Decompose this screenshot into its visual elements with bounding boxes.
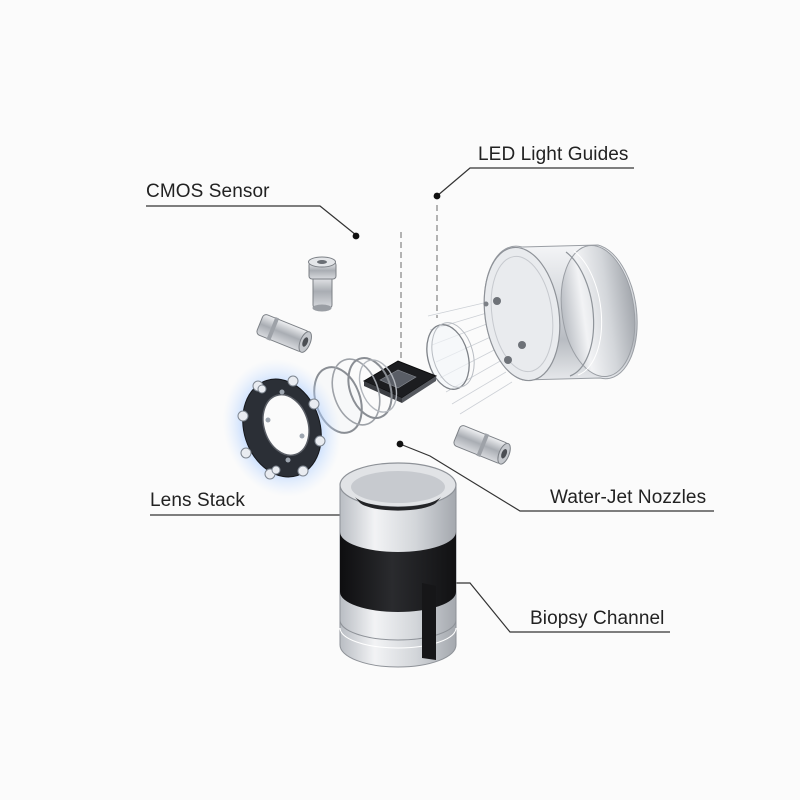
label-led-light-guides: LED Light Guides xyxy=(478,144,629,165)
led-ring-plate xyxy=(222,359,342,497)
label-biopsy-channel: Biopsy Channel xyxy=(530,608,665,629)
water-jet-nozzle-left xyxy=(256,314,312,353)
water-jet-nozzle-right xyxy=(453,425,511,465)
led-glass-window xyxy=(426,322,475,390)
water-jet-nozzle-top xyxy=(308,256,337,312)
led-light-guide-cylinder xyxy=(483,244,638,382)
label-water-jet-nozzles: Water-Jet Nozzles xyxy=(550,487,707,508)
cmos-sensor-chip xyxy=(362,360,438,403)
guide-lines xyxy=(400,205,438,360)
biopsy-channel-cylinder xyxy=(339,462,457,668)
label-lens-stack: Lens Stack xyxy=(150,490,245,511)
label-cmos-sensor: CMOS Sensor xyxy=(146,181,270,202)
